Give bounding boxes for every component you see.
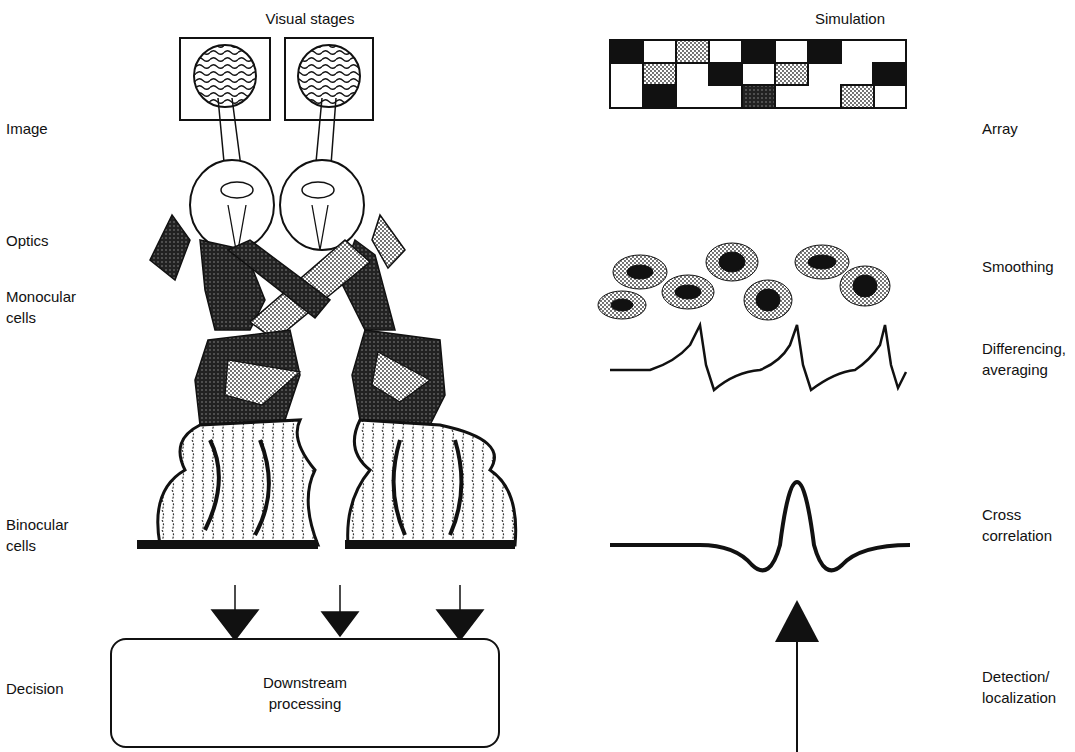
stage-label: Optics [6, 230, 96, 251]
column-heading: Simulation [780, 8, 920, 29]
process-box: Downstream processing [110, 638, 500, 748]
column-heading: Visual stages [230, 8, 390, 29]
step-label: Detection/ localization [982, 666, 1070, 708]
stage-label: Image [6, 118, 96, 139]
stage-label: Decision [6, 678, 96, 699]
node-text-group: Downstream processing [250, 672, 360, 714]
step-label: Smoothing [982, 256, 1070, 277]
stage-label: Binocular cells [6, 514, 88, 556]
box-text: Downstream processing [250, 672, 360, 714]
step-label: Cross correlation [982, 504, 1068, 546]
step-label: Differencing, averaging [982, 338, 1072, 380]
stage-label: Monocular cells [6, 286, 88, 328]
step-label: Array [982, 118, 1070, 139]
